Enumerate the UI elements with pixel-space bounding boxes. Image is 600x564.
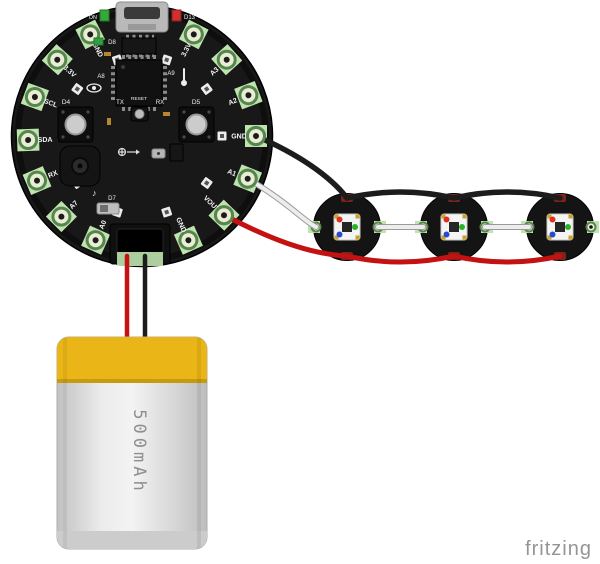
- push-button-d4: [57, 106, 94, 143]
- pad-label: SDA: [38, 137, 53, 145]
- d8-led-label: D8: [108, 40, 116, 46]
- d13-led-label: D13: [184, 15, 196, 21]
- reset-label: RESET: [131, 96, 147, 102]
- pad-a2: [234, 80, 263, 110]
- a9-label: A9: [167, 71, 175, 77]
- rgb-led-chip: [333, 213, 361, 241]
- red-led-dot: [549, 216, 556, 223]
- d8-led: [93, 37, 104, 46]
- data-wire: [245, 176, 532, 230]
- pad-a7: [45, 201, 77, 233]
- pad-3v3-right: [179, 19, 209, 50]
- slide-switch: [96, 202, 120, 215]
- red-led-dot: [336, 216, 343, 223]
- green-led-dot: [352, 224, 358, 230]
- tx-label: TX: [116, 100, 124, 106]
- blue-led-dot: [336, 231, 343, 238]
- passive-2: [163, 112, 170, 116]
- power-wire: [221, 212, 563, 265]
- pad-label: RX: [47, 170, 59, 180]
- pad-label: A3: [209, 66, 220, 77]
- fritzing-watermark: fritzing: [525, 538, 592, 560]
- pad-label: A7: [68, 200, 79, 211]
- neopixel-3: [521, 193, 599, 261]
- pad-label: A1: [226, 168, 237, 178]
- blue-led-dot: [443, 231, 450, 238]
- wire-connection-pads: [214, 126, 266, 226]
- neopixel-2: [415, 193, 493, 261]
- lipo-battery: 500mAh: [56, 336, 208, 550]
- pad-ring: [16, 19, 267, 255]
- pad-label: A0: [98, 220, 108, 231]
- d5-label: D5: [192, 99, 201, 106]
- passive-1: [104, 52, 111, 56]
- jst-battery-connector: [109, 223, 171, 266]
- a8-label: A8: [97, 74, 105, 80]
- red-led-dot: [443, 216, 450, 223]
- d7-label: D7: [108, 196, 116, 202]
- pad-rx: [22, 166, 52, 196]
- pad-a3: [211, 44, 243, 76]
- pad-gnd-bottom-right: [173, 225, 203, 255]
- battery-capacity-label: 500mAh: [129, 409, 149, 494]
- pad-scl: [20, 82, 49, 112]
- d4-label: D4: [62, 99, 71, 106]
- flash-chip: [121, 34, 157, 58]
- music-note-icon: ♪: [92, 188, 97, 198]
- temp-sensor: A9: [167, 68, 187, 86]
- mcu-chip: [111, 55, 167, 111]
- accelerometer: [169, 143, 184, 162]
- pad-a0: [81, 225, 111, 255]
- usb-connector: [115, 1, 169, 33]
- eye-icon: [86, 83, 102, 93]
- d13-led: [171, 9, 182, 22]
- reset-button: [130, 106, 149, 122]
- pad-label: A2: [228, 97, 239, 107]
- pad-3v3-left: [41, 44, 73, 76]
- blue-led-dot: [549, 231, 556, 238]
- green-led-dot: [565, 224, 571, 230]
- rx-label: RX: [156, 100, 164, 106]
- push-button-d5: [178, 106, 215, 143]
- rgb-led-chip: [440, 213, 468, 241]
- power-led: [99, 9, 110, 22]
- ground-wire: [253, 133, 563, 202]
- microphone: [151, 148, 166, 159]
- pad-sda: [16, 128, 40, 152]
- speaker: [59, 145, 101, 187]
- circuit-playground-board: 3.3V A3 A2 GND A1 VOUT GND A0 A7 RX SDA …: [10, 1, 274, 268]
- pad-label: GND: [231, 134, 247, 141]
- green-led-dot: [459, 224, 465, 230]
- passive-3: [107, 118, 111, 125]
- axis-marker-icon: [117, 147, 140, 157]
- light-sensor: A8: [86, 74, 105, 93]
- pad-label: SCL: [43, 98, 59, 110]
- power-led-label: ON: [89, 15, 97, 21]
- battery-band: [57, 337, 207, 383]
- rgb-led-chip: [546, 213, 574, 241]
